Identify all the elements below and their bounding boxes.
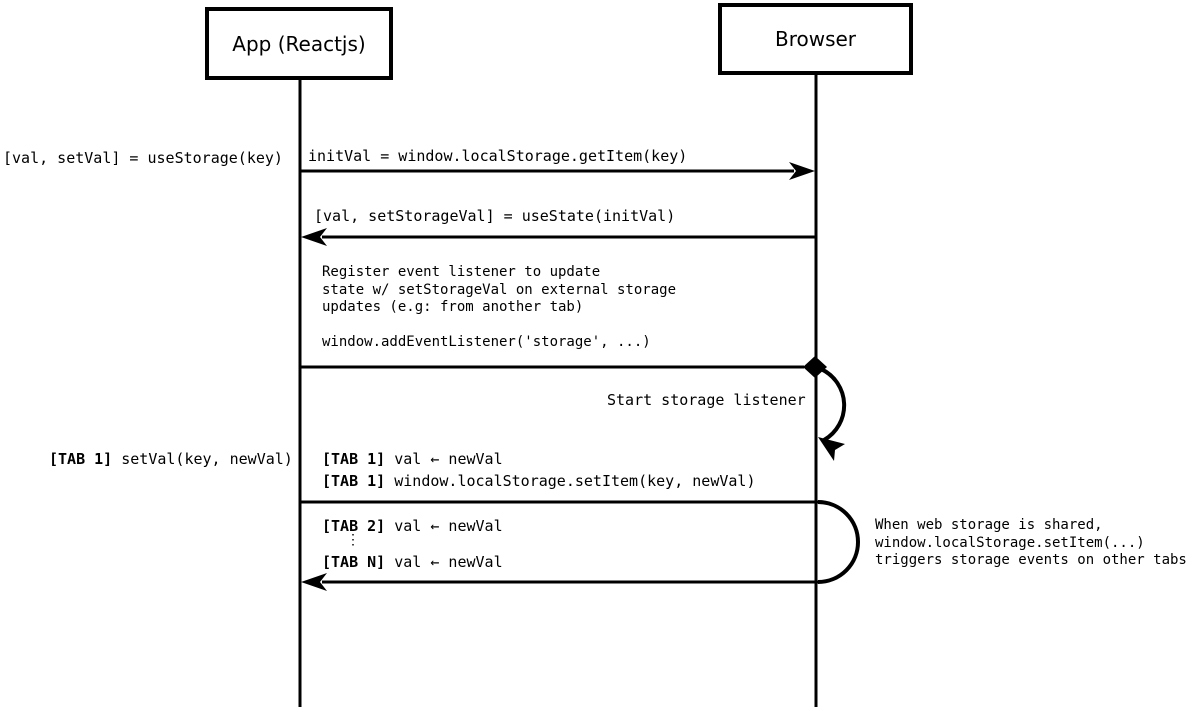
tab1-setitem-prefix: [TAB 1] xyxy=(322,472,386,490)
note-register-listener: Register event listener to update state … xyxy=(322,264,677,350)
label-start-storage-listener: Start storage listener xyxy=(607,391,806,409)
tab2-val-prefix: [TAB 2] xyxy=(322,517,386,535)
tab1-val-text: val ← newVal xyxy=(385,450,503,468)
self-loop-listener xyxy=(820,367,847,442)
actor-app-label: App (Reactjs) xyxy=(232,31,366,56)
arrowhead-right-icon xyxy=(789,162,815,180)
tab1-val-prefix: [TAB 1] xyxy=(322,450,386,468)
self-loop-broadcast xyxy=(817,500,860,584)
diamond-end-icon xyxy=(803,356,827,378)
actor-browser-label: Browser xyxy=(774,27,857,51)
tab1-call-text: setVal(key, newVal) xyxy=(112,450,293,468)
message-tab1-setitem: [TAB 1] window.localStorage.setItem(key,… xyxy=(322,472,755,490)
label-get-item: initVal = window.localStorage.getItem(ke… xyxy=(308,147,688,165)
vertical-ellipsis-icon: ⋮ xyxy=(346,532,360,548)
tabn-val-prefix: [TAB N] xyxy=(322,553,386,571)
tab1-call-prefix: [TAB 1] xyxy=(49,450,113,468)
message-tab2-val: [TAB 2] val ← newVal xyxy=(322,517,503,535)
arrowhead-loop-icon xyxy=(818,437,845,461)
note-shared-storage: When web storage is shared, window.local… xyxy=(875,517,1187,568)
label-use-state: [val, setStorageVal] = useState(initVal) xyxy=(314,207,676,225)
actor-app-box: App (Reactjs) xyxy=(205,7,393,80)
tab2-val-text: val ← newVal xyxy=(385,517,503,535)
tab1-setitem-text: window.localStorage.setItem(key, newVal) xyxy=(385,472,756,490)
arrowhead-return-icon xyxy=(301,573,327,591)
arrowhead-left-icon xyxy=(301,228,327,246)
label-use-storage: [val, setVal] = useStorage(key) xyxy=(3,149,283,167)
actor-browser-box: Browser xyxy=(718,3,913,75)
message-tab1-val: [TAB 1] val ← newVal xyxy=(322,450,503,468)
label-tab1-setval: [TAB 1] setVal(key, newVal) xyxy=(49,450,293,468)
tabn-val-text: val ← newVal xyxy=(385,553,503,571)
message-tabn-val: [TAB N] val ← newVal xyxy=(322,553,503,571)
